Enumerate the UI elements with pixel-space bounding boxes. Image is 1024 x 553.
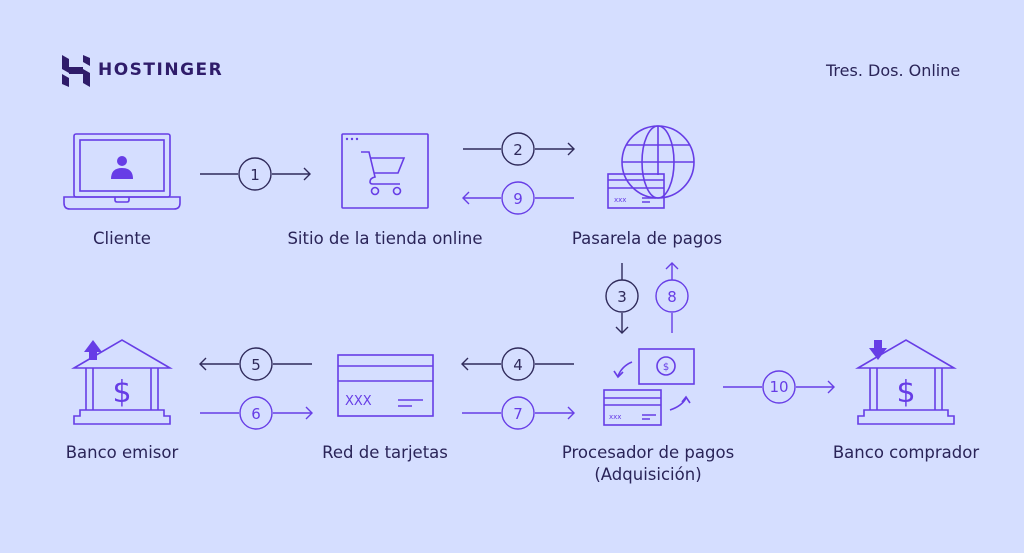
- svg-text:XXX: XXX: [345, 394, 372, 409]
- shopping-cart-browser-icon: [341, 133, 429, 209]
- svg-text:xxx: xxx: [614, 196, 626, 204]
- label-red: Red de tarjetas: [322, 443, 448, 462]
- step-1-arrow: 1: [200, 157, 311, 191]
- step-5-arrow: 5: [199, 347, 312, 381]
- label-tienda: Sitio de la tienda online: [287, 229, 483, 248]
- step-3-arrow: 3: [605, 263, 639, 334]
- svg-text:$: $: [896, 375, 915, 410]
- svg-text:$: $: [663, 362, 669, 373]
- svg-text:10: 10: [769, 378, 788, 396]
- step-6-arrow: 6: [200, 396, 313, 430]
- card-cash-exchange-icon: $ xxx: [603, 348, 695, 426]
- step-7-arrow: 7: [462, 396, 575, 430]
- bank-arrow-up-icon: $: [71, 339, 173, 425]
- laptop-user-icon: [63, 133, 181, 210]
- step-4-arrow: 4: [461, 347, 574, 381]
- step-9-arrow: 9: [462, 181, 574, 215]
- label-procesador: Procesador de pagos: [561, 443, 735, 462]
- step-8-arrow: 8: [655, 262, 689, 333]
- svg-text:1: 1: [250, 166, 260, 184]
- credit-card-icon: XXX: [337, 354, 434, 417]
- svg-text:2: 2: [513, 141, 523, 159]
- hostinger-logo-icon: [62, 55, 90, 87]
- svg-text:7: 7: [513, 405, 523, 423]
- svg-text:8: 8: [667, 288, 677, 306]
- label-pasarela: Pasarela de pagos: [571, 229, 723, 248]
- label-cliente: Cliente: [93, 229, 151, 248]
- label-emisor: Banco emisor: [65, 443, 179, 462]
- label-procesador-sub: (Adquisición): [594, 465, 702, 484]
- svg-text:5: 5: [251, 356, 261, 374]
- svg-text:$: $: [112, 375, 131, 410]
- globe-credit-card-icon: xxx: [607, 125, 695, 209]
- step-2-arrow: 2: [463, 132, 575, 166]
- step-10-arrow: 10: [723, 370, 835, 404]
- svg-text:4: 4: [513, 356, 523, 374]
- brand-name: HOSTINGER: [98, 60, 224, 80]
- svg-text:9: 9: [513, 190, 523, 208]
- svg-text:6: 6: [251, 405, 261, 423]
- svg-text:3: 3: [617, 288, 627, 306]
- bank-arrow-down-icon: $: [855, 339, 957, 425]
- svg-text:xxx: xxx: [609, 413, 621, 421]
- label-comprador: Banco comprador: [832, 443, 980, 462]
- tagline: Tres. Dos. Online: [826, 61, 961, 80]
